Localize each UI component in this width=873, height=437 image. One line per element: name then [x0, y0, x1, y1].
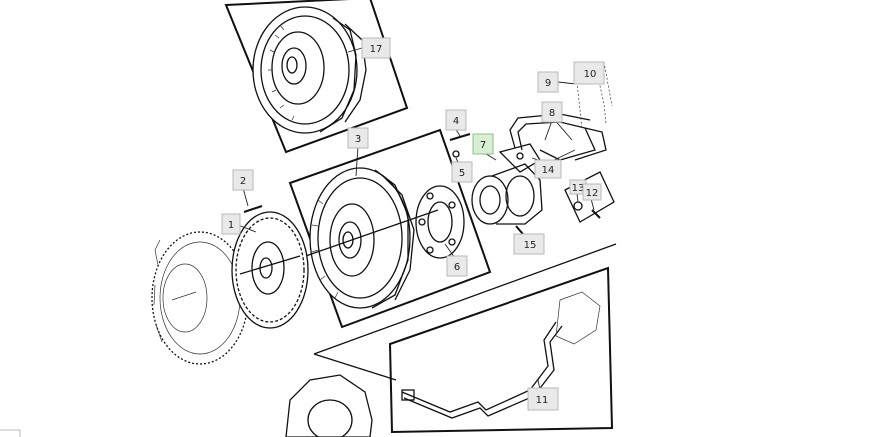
rigid-pipe-drawing	[401, 291, 601, 419]
pressure-plate-top-drawing	[252, 6, 367, 134]
clutch-cover-drawing	[309, 167, 415, 309]
alignment-axis-line	[299, 209, 439, 259]
callout-11[interactable]: 11	[527, 387, 559, 411]
callout-14-label: 14	[542, 165, 555, 176]
callout-14[interactable]: 14	[534, 159, 562, 179]
callout-5[interactable]: 5	[451, 161, 473, 183]
callout-1[interactable]: 1	[221, 213, 241, 235]
callout-9-label: 9	[545, 78, 551, 89]
callout-15[interactable]: 15	[513, 233, 545, 255]
callout-6[interactable]: 6	[446, 255, 468, 277]
clutch-disc-partial-drawing	[285, 374, 373, 437]
callout-6-label: 6	[454, 262, 460, 273]
frame-projection-line-left	[313, 353, 397, 381]
callout-9[interactable]: 9	[537, 71, 559, 93]
callout-5-label: 5	[459, 168, 465, 179]
hydraulic-pipe-drawing	[509, 113, 607, 161]
callout-15-label: 15	[524, 240, 537, 251]
callout-11-label: 11	[536, 395, 549, 406]
callout-1-label: 1	[228, 220, 234, 231]
callout-13-label: 13	[572, 183, 585, 194]
callout-7-label: 7	[480, 140, 486, 151]
frame-projection-line-top	[313, 243, 617, 355]
callout-2[interactable]: 2	[232, 169, 254, 191]
stud-drawing	[243, 205, 263, 213]
bracket-frame	[564, 171, 615, 223]
frame-bottom-pipe	[388, 266, 614, 434]
bolts-drawing	[449, 133, 471, 158]
callout-17[interactable]: 17	[361, 37, 391, 59]
callout-7[interactable]: 7	[472, 133, 494, 155]
callout-4[interactable]: 4	[445, 109, 467, 131]
callout-17-label: 17	[370, 44, 383, 55]
scroll-corner-indicator	[0, 429, 21, 437]
callout-10-label: 10	[584, 69, 597, 80]
clutch-disc-drawing	[231, 211, 309, 329]
callout-2-label: 2	[240, 176, 246, 187]
callout-3[interactable]: 3	[347, 127, 369, 149]
callout-8-label: 8	[549, 108, 555, 119]
release-plate-drawing	[415, 185, 465, 259]
callout-10[interactable]: 10	[573, 61, 605, 85]
callout-4-label: 4	[453, 116, 459, 127]
callout-3-label: 3	[355, 134, 361, 145]
bracket-bolts-drawing	[573, 201, 601, 219]
release-bearing-drawing	[471, 143, 543, 225]
callout-12-label: 12	[586, 188, 599, 199]
callout-8[interactable]: 8	[541, 101, 563, 123]
callout-12[interactable]: 12	[582, 183, 602, 201]
